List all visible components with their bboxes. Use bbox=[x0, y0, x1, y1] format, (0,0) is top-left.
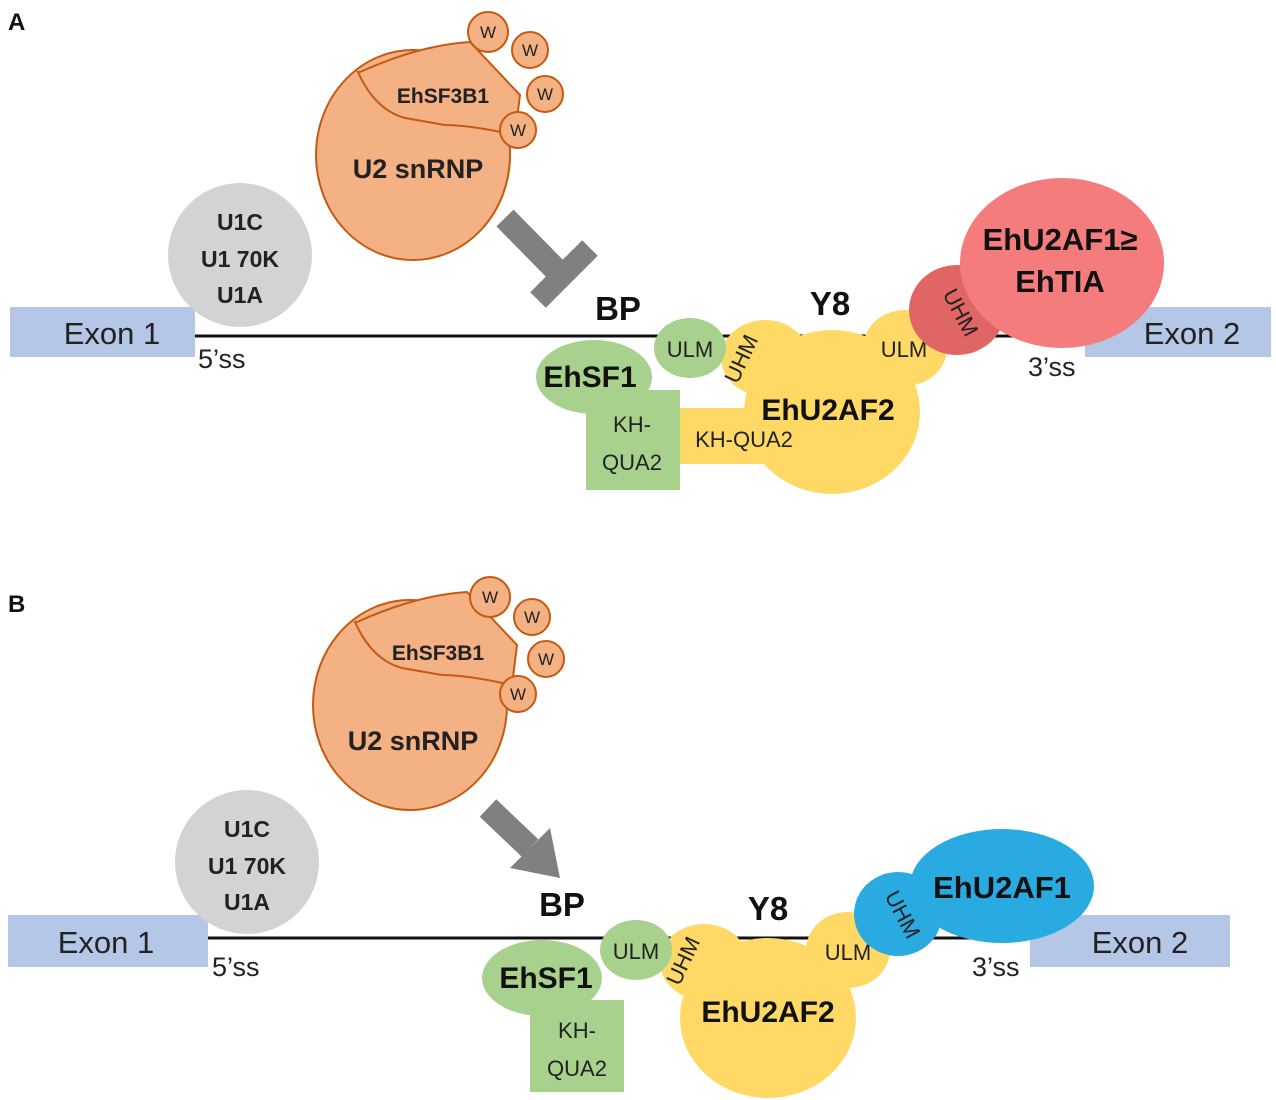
panel-a-u1-circle bbox=[168, 183, 312, 327]
panel-a-sf1-name: EhSF1 bbox=[543, 361, 636, 394]
panel-a-u1-line2: U1 70K bbox=[201, 246, 279, 272]
panel-a-5ss-label: 5’ss bbox=[198, 344, 246, 374]
panel-b-w2-label: W bbox=[524, 608, 540, 627]
panel-a-sf1-kh1: KH- bbox=[613, 412, 651, 437]
panel-a-w3-label: W bbox=[537, 85, 553, 104]
panel-a-inhibition-arrow bbox=[496, 209, 598, 308]
panel-a-y8-label: Y8 bbox=[810, 285, 850, 322]
panel-b-sf1-kh1: KH- bbox=[558, 1018, 596, 1043]
panel-a-u1-line3: U1A bbox=[217, 282, 263, 308]
panel-b-w3-label: W bbox=[538, 650, 554, 669]
panel-a-letter: A bbox=[8, 9, 25, 36]
panel-b-w1-label: W bbox=[482, 588, 498, 607]
panel-b-u2af2: UHM ULM EhU2AF2 bbox=[660, 912, 890, 1098]
panel-a-sf3b1-outline bbox=[356, 40, 522, 137]
panel-b: B Exon 1 Exon 2 5’ss 3’ss U1C U1 70K U1A… bbox=[8, 576, 1230, 1098]
panel-a-u2af1: UHM EhU2AF1≥ EhTIA bbox=[909, 178, 1164, 355]
panel-b-u2af2-ulm: ULM bbox=[825, 940, 871, 965]
panel-a-sf1: EhSF1 ULM KH- QUA2 bbox=[536, 318, 726, 490]
panel-b-u1-circle bbox=[175, 790, 319, 934]
panel-b-bp-label: BP bbox=[539, 886, 585, 923]
panel-a-u2-label: U2 snRNP bbox=[353, 154, 484, 184]
panel-b-5ss-label: 5’ss bbox=[212, 952, 260, 982]
panel-b-sf3b1-label: EhSF3B1 bbox=[392, 642, 485, 665]
panel-b-letter: B bbox=[8, 591, 25, 618]
panel-a-exon1-label: Exon 1 bbox=[64, 316, 161, 351]
panel-b-sf1-ulm: ULM bbox=[613, 939, 659, 964]
panel-b-w4-label: W bbox=[510, 685, 526, 704]
panel-b-u1-line2: U1 70K bbox=[208, 853, 286, 879]
panel-a-exon2-label: Exon 2 bbox=[1144, 316, 1241, 351]
panel-b-u2af2-name: EhU2AF2 bbox=[701, 996, 834, 1029]
panel-a-bp-label: BP bbox=[595, 290, 641, 327]
panel-b-exon1-label: Exon 1 bbox=[58, 925, 155, 960]
panel-a-w1-label: W bbox=[480, 23, 496, 42]
panel-a-3ss-label: 3’ss bbox=[1028, 352, 1076, 382]
panel-a-exon1-box bbox=[10, 307, 195, 357]
panel-a-u2af2-name: EhU2AF2 bbox=[761, 394, 894, 427]
panel-a-sf3b1-label: EhSF3B1 bbox=[397, 85, 490, 108]
panel-b-sf1-kh2: QUA2 bbox=[547, 1056, 607, 1081]
panel-a-u1-line1: U1C bbox=[217, 209, 263, 235]
panel-a-sf1-ulm: ULM bbox=[667, 337, 713, 362]
panel-b-u2af1: UHM EhU2AF1 bbox=[854, 829, 1094, 956]
panel-a-u2af1-line1: EhU2AF1≥ bbox=[983, 222, 1138, 257]
panel-a-sf1-kh2: QUA2 bbox=[602, 450, 662, 475]
panel-a-u2af2-kh: KH-QUA2 bbox=[695, 427, 793, 452]
panel-b-exon1-box bbox=[8, 915, 208, 967]
panel-a: A Exon 1 Exon 2 5’ss 3’ss U1C U1 70K U1A… bbox=[8, 9, 1271, 494]
panel-a-w2-label: W bbox=[522, 41, 538, 60]
panel-b-u1-line1: U1C bbox=[224, 816, 270, 842]
panel-b-y8-label: Y8 bbox=[748, 890, 788, 927]
panel-b-u2-snrnp: EhSF3B1 U2 snRNP W W W W bbox=[312, 576, 565, 811]
panel-a-w4-label: W bbox=[510, 121, 526, 140]
panel-b-exon2-label: Exon 2 bbox=[1092, 925, 1189, 960]
panel-a-u2-snrnp: EhSF3B1 U2 snRNP W W W W bbox=[315, 11, 564, 261]
panel-a-u2af1-line2: EhTIA bbox=[1015, 264, 1105, 299]
panel-a-u2af2-ulm: ULM bbox=[881, 337, 927, 362]
panel-b-u2af1-name: EhU2AF1 bbox=[933, 870, 1071, 905]
panel-b-sf3b1-outline bbox=[353, 590, 519, 687]
panel-b-sf1: EhSF1 ULM KH- QUA2 bbox=[482, 920, 672, 1092]
panel-b-u1-line3: U1A bbox=[224, 889, 270, 915]
panel-b-activation-arrow bbox=[479, 799, 560, 878]
panel-b-sf1-name: EhSF1 bbox=[499, 962, 592, 995]
panel-b-u2-label: U2 snRNP bbox=[348, 726, 479, 756]
panel-b-3ss-label: 3’ss bbox=[972, 952, 1020, 982]
